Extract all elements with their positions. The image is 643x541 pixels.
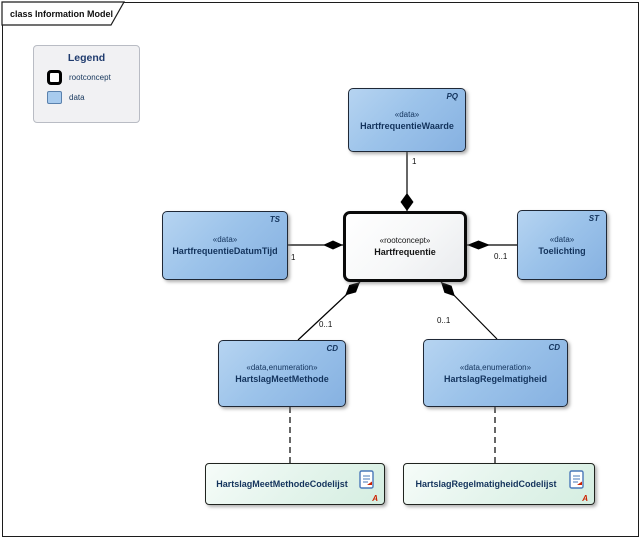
codelist-name: HartslagRegelmatigheidCodelijst [415, 479, 557, 489]
class-body: «data» HartfrequentieWaarde [349, 89, 465, 151]
legend-item-data: data [47, 91, 139, 104]
stereotype-label: «data» [394, 109, 420, 119]
class-body: «data,enumeration» HartslagRegelmatighei… [424, 340, 567, 406]
class-hartslagregelmatigheid[interactable]: CD «data,enumeration» HartslagRegelmatig… [423, 339, 568, 407]
stereotype-label: «data,enumeration» [246, 363, 318, 372]
datatype-tag: TS [269, 215, 280, 224]
stereotype-label: «rootconcept» [379, 236, 431, 245]
datatype-tag: ST [588, 214, 599, 223]
composition-diamond [400, 193, 414, 211]
diagram-frame [2, 2, 639, 537]
legend-title: Legend [67, 52, 106, 64]
legend-item-label: rootconcept [69, 73, 111, 82]
datatype-tag: PQ [446, 92, 458, 101]
frame-tab [1, 1, 126, 26]
class-name: HartslagRegelmatigheid [443, 373, 548, 384]
multiplicity-label: 0..1 [494, 252, 508, 261]
class-body: «rootconcept» Hartfrequentie [346, 214, 464, 279]
abstract-marker: A [582, 494, 588, 503]
codelist-hartslagmeetmethode[interactable]: HartslagMeetMethodeCodelijst A [205, 463, 385, 505]
class-hartslagmeetmethode[interactable]: CD «data,enumeration» HartslagMeetMethod… [218, 340, 346, 407]
stereotype-label: «data,enumeration» [459, 362, 532, 372]
class-body: «data,enumeration» HartslagMeetMethode [219, 341, 345, 406]
stereotype-label: «data» [212, 235, 238, 244]
class-body: «data» Toelichting [518, 211, 606, 279]
composition-diamond [323, 240, 343, 250]
codelist-hartslagregelmatigheid[interactable]: HartslagRegelmatigheidCodelijst A [403, 463, 595, 505]
document-icon [569, 470, 584, 489]
class-name: HartfrequentieWaarde [360, 120, 454, 131]
composition-diamond [345, 282, 360, 296]
diagram-tab-label: class Information Model [10, 9, 114, 19]
class-toelichting[interactable]: ST «data» Toelichting [517, 210, 607, 280]
class-hartfrequentiedatumtijd[interactable]: TS «data» HartfrequentieDatumTijd [162, 211, 288, 280]
class-body: HartslagMeetMethodeCodelijst [206, 464, 384, 504]
stereotype-label: «data» [549, 234, 575, 244]
class-name: Toelichting [538, 245, 586, 256]
document-icon [359, 470, 374, 489]
composition-diamond [467, 240, 490, 250]
multiplicity-label: 1 [412, 157, 417, 166]
legend-item-label: data [69, 93, 85, 102]
legend-item-rootconcept: rootconcept [47, 70, 139, 85]
abstract-marker: A [372, 494, 378, 503]
composition-diamond [441, 282, 455, 297]
legend[interactable]: Legend rootconcept data [33, 45, 140, 123]
class-name: Hartfrequentie [374, 247, 436, 257]
class-body: HartslagRegelmatigheidCodelijst [404, 464, 594, 504]
class-hartfrequentiewaarde[interactable]: PQ «data» HartfrequentieWaarde [348, 88, 466, 152]
multiplicity-label: 0..1 [319, 320, 333, 329]
data-swatch-icon [47, 91, 62, 104]
class-body: «data» HartfrequentieDatumTijd [163, 212, 287, 279]
rootconcept-swatch-icon [47, 70, 62, 85]
datatype-tag: CD [326, 344, 338, 353]
class-name: HartslagMeetMethode [235, 374, 329, 384]
class-hartfrequentie-rootconcept[interactable]: «rootconcept» Hartfrequentie [343, 211, 467, 282]
codelist-name: HartslagMeetMethodeCodelijst [216, 479, 348, 489]
class-name: HartfrequentieDatumTijd [172, 246, 278, 256]
multiplicity-label: 0..1 [437, 316, 451, 325]
multiplicity-label: 1 [291, 253, 296, 262]
datatype-tag: CD [548, 343, 560, 352]
